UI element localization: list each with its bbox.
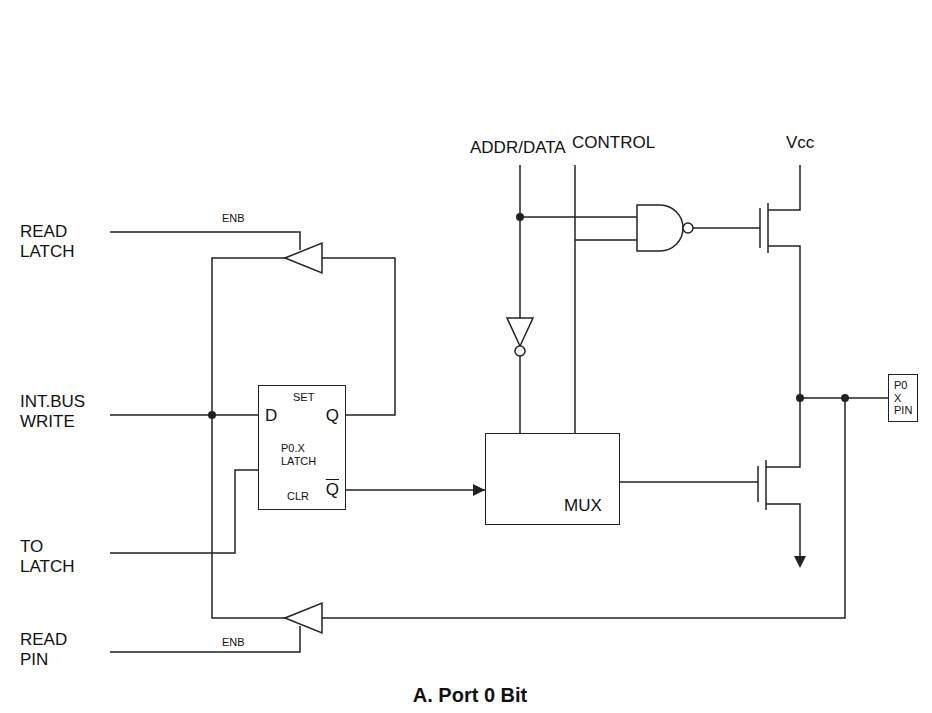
and-gate: [637, 205, 683, 251]
enable-wire: [110, 232, 300, 250]
mux-label: MUX: [564, 496, 602, 516]
gate-wire: [693, 227, 760, 229]
ground-arrow: [794, 556, 806, 568]
caption: A. Port 0 Bit: [413, 684, 527, 707]
control-wire: [574, 165, 576, 433]
control-wire: [575, 239, 637, 241]
supply-label: Vcc: [786, 133, 814, 153]
junction-dot: [516, 213, 524, 221]
enable-label: ENB: [222, 212, 245, 225]
signal-name: READ PIN: [20, 630, 67, 671]
pin-label: P0 X PIN: [894, 379, 912, 417]
signal-name: READ LATCH: [20, 222, 74, 263]
pin-read-wire: [322, 398, 845, 618]
mux-box: MUX: [485, 433, 620, 525]
addr-data-wire: [519, 165, 521, 318]
tristate-buffer: [285, 603, 322, 633]
clock-wire: [110, 470, 258, 553]
latch-name: P0.X LATCH: [281, 442, 316, 467]
gate-bubble: [683, 223, 693, 233]
enable-label: ENB: [222, 636, 245, 649]
fet-drain-wire: [766, 398, 800, 467]
junction-dot: [796, 394, 804, 402]
inverter-symbol: [507, 318, 533, 346]
q-bar-wire: [346, 489, 485, 491]
pin-name: Q: [326, 480, 339, 500]
addr-data-wire: [519, 356, 521, 433]
fet-gate: [759, 208, 761, 248]
pin-box: P0 X PIN: [888, 374, 918, 422]
vcc-wire: [768, 165, 800, 210]
inverter-bubble: [515, 346, 525, 356]
pin-name: Q: [326, 406, 339, 426]
fet-gate: [757, 466, 759, 502]
signal-name: TO LATCH: [20, 537, 74, 578]
signal-name: ADDR/DATA: [470, 138, 566, 158]
signal-name: INT.BUS WRITE: [20, 392, 85, 433]
latch-box: D SET Q P0.X LATCH CLR Q: [258, 385, 346, 510]
junction-dot: [208, 411, 216, 419]
junction-dot: [841, 394, 849, 402]
pin-name: D: [265, 406, 277, 426]
pin-name: CLR: [287, 490, 309, 503]
addr-data-wire: [520, 216, 637, 218]
fet-source-wire: [768, 246, 800, 398]
fet-source-wire: [766, 504, 800, 556]
tristate-buffer: [285, 243, 322, 273]
enable-wire: [110, 626, 300, 652]
data-wire: [110, 414, 258, 416]
signal-name: CONTROL: [572, 133, 655, 153]
pin-name: SET: [293, 391, 314, 404]
